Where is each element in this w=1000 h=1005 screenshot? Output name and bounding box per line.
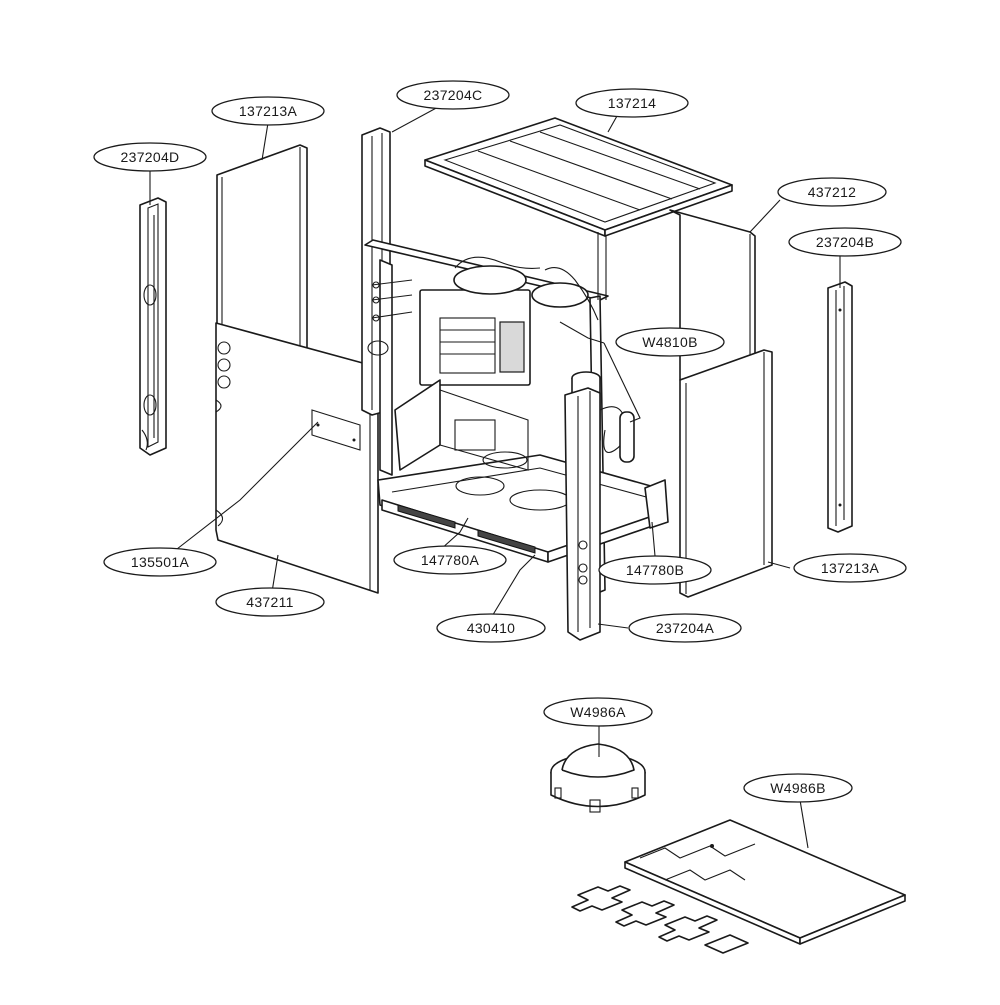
callout-137213A-top: 137213A [211,96,325,126]
callout-437212: 437212 [777,177,887,207]
callout-147780A: 147780A [393,545,507,575]
callout-147780B: 147780B [598,555,712,585]
svg-text:137214: 137214 [608,95,657,111]
callout-137214: 137214 [575,88,689,118]
part-chassis-frame [364,239,669,595]
callout-237204B: 237204B [788,227,902,257]
callout-237204C: 237204C [396,80,510,110]
part-small-pads [571,885,749,954]
part-round-cap [550,743,646,813]
callout-237204A: 237204A [628,613,742,643]
svg-text:137213A: 137213A [821,560,880,576]
svg-text:437211: 437211 [246,594,293,610]
svg-text:430410: 430410 [467,620,516,636]
svg-text:237204A: 237204A [656,620,715,636]
svg-text:W4810B: W4810B [642,334,698,350]
part-corner-post-front [564,387,601,641]
callout-137213A-bottom: 137213A [793,553,907,583]
svg-text:237204C: 237204C [424,87,483,103]
callout-237204D: 237204D [93,142,207,172]
part-insulation-sheet [624,819,906,945]
svg-text:237204D: 237204D [121,149,180,165]
callout-437211: 437211 [215,587,325,617]
callouts: 237204D 137213A 237204C 137214 437212 23… [93,80,907,803]
svg-text:437212: 437212 [808,184,857,200]
part-top-cover [424,117,733,237]
callout-135501A: 135501A [103,547,217,577]
svg-text:147780A: 147780A [421,552,480,568]
svg-text:237204B: 237204B [816,234,874,250]
callout-W4986A: W4986A [543,697,653,727]
callout-430410: 430410 [436,613,546,643]
callout-W4810B: W4810B [615,327,725,357]
svg-text:W4986B: W4986B [770,780,826,796]
svg-text:W4986A: W4986A [570,704,626,720]
part-front-panel-left [215,322,379,594]
svg-text:147780B: 147780B [626,562,684,578]
part-corner-post-left [139,197,167,456]
part-side-panel-upper-left [216,144,308,351]
svg-text:135501A: 135501A [131,554,190,570]
leader-lines [149,105,841,849]
part-corner-post-right [827,281,853,533]
svg-text:137213A: 137213A [239,103,298,119]
callout-W4986B: W4986B [743,773,853,803]
